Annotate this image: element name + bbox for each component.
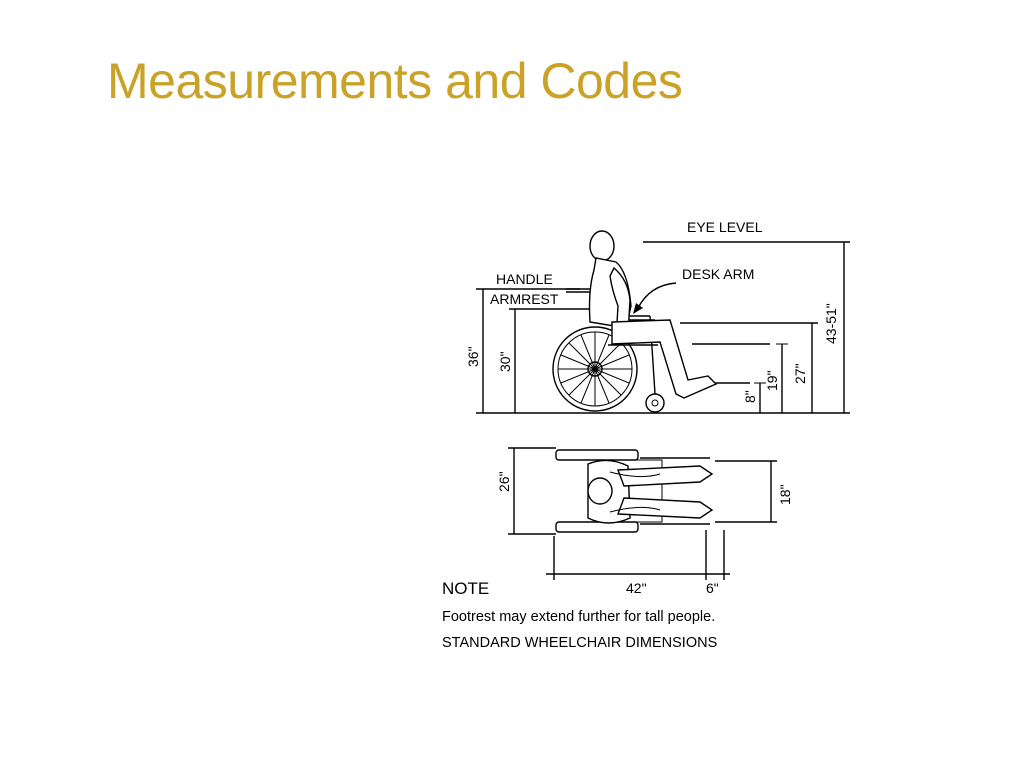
dim-30-label: 30"	[497, 351, 513, 372]
seated-person-top-icon	[587, 459, 714, 524]
dim-26-label: 26"	[496, 471, 512, 492]
wheelchair-top-icon	[555, 449, 710, 533]
note-title: NOTE	[442, 579, 489, 598]
slide-title: Measurements and Codes	[107, 53, 683, 109]
note-text: Footrest may extend further for tall peo…	[442, 609, 715, 625]
dim-43-51-label: 43-51"	[823, 303, 839, 344]
handle-label: HANDLE	[496, 271, 553, 287]
side-view: EYE LEVEL DESK ARM HANDLE ARMREST 36" 30…	[465, 219, 850, 414]
dim-42-label: 42"	[626, 580, 647, 596]
dim-27-label: 27"	[792, 363, 808, 384]
seated-person-side-icon	[588, 230, 718, 399]
dim-8-label: 8"	[742, 390, 758, 403]
dim-36-label: 36"	[465, 346, 481, 367]
top-view: 26" 18" 42" 6"	[496, 447, 793, 596]
eye-level-label: EYE LEVEL	[687, 219, 763, 235]
armrest-label: ARMREST	[490, 291, 559, 307]
desk-arm-label: DESK ARM	[682, 266, 754, 282]
diagram-caption: STANDARD WHEELCHAIR DIMENSIONS	[442, 635, 717, 651]
dim-6-label: 6"	[706, 580, 719, 596]
dim-19-label: 19"	[764, 370, 780, 391]
dim-18-label: 18"	[777, 484, 793, 505]
